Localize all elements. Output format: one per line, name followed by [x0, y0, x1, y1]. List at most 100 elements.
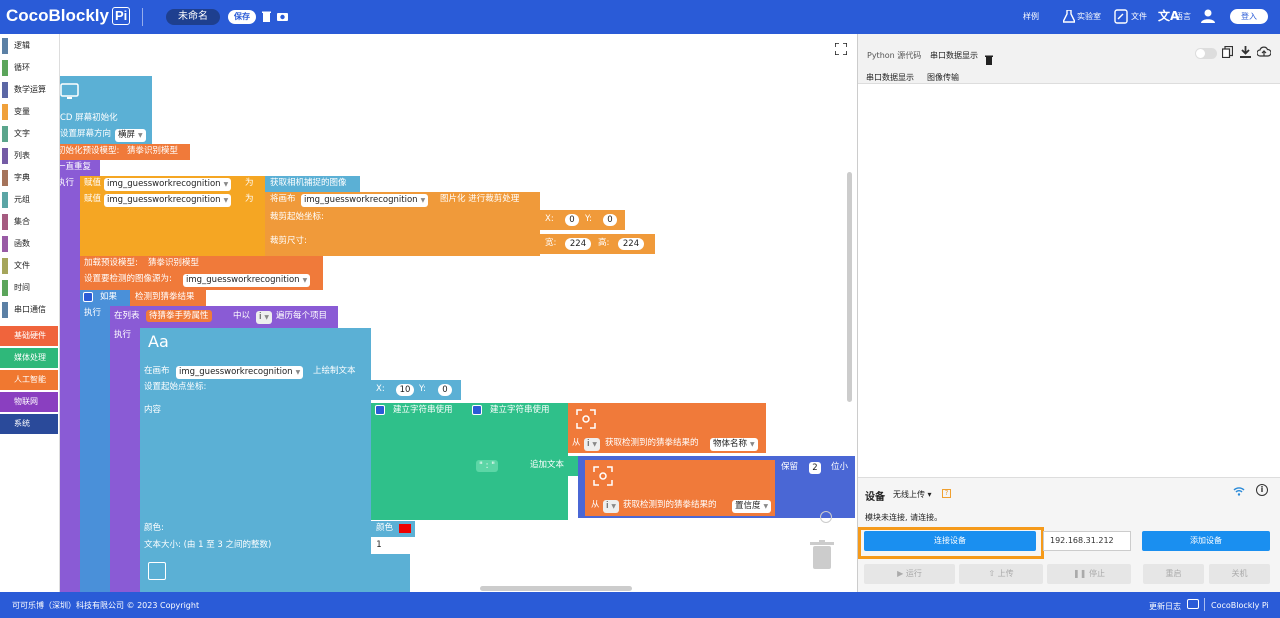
toolbox-category[interactable]: 列表	[0, 146, 58, 166]
ip-address-input[interactable]: 192.168.31.212	[1043, 531, 1131, 551]
shutdown-button[interactable]: 关机	[1209, 564, 1270, 584]
toolbox-category[interactable]: 变量	[0, 102, 58, 122]
text-y-input[interactable]: 0	[438, 384, 452, 396]
toolbox-category[interactable]: 串口通信	[0, 300, 58, 320]
info-icon[interactable]: i	[1256, 484, 1268, 496]
toolbox-category[interactable]: 时间	[0, 278, 58, 298]
toolbox-category[interactable]: 文字	[0, 124, 58, 144]
upload-mode-select[interactable]: 无线上传 ▾	[893, 490, 932, 499]
tab-python[interactable]: Python 源代码	[867, 51, 922, 60]
translate-icon[interactable]: 文A	[1158, 9, 1180, 23]
font-size-input[interactable]: 1	[373, 539, 385, 551]
stop-button[interactable]: ❚❚ 停止	[1047, 564, 1131, 584]
init-model-block[interactable]: 初始化预设模型: 猜拳识别模型	[60, 144, 190, 160]
crop-block[interactable]: 将画布 img_guessworkrecognition▼ 图片化 进行裁剪处理…	[265, 192, 540, 256]
crop-wh-block[interactable]: 宽: 224 高: 224	[540, 234, 655, 254]
save-button[interactable]: 保存	[228, 10, 256, 24]
keep-digits-input[interactable]: 2	[809, 462, 821, 474]
flask-icon[interactable]	[1061, 9, 1077, 26]
run-button[interactable]: ▶ 运行	[864, 564, 955, 584]
draw-text-block[interactable]: Aa 在画布 img_guessworkrecognition▼ 上绘制文本 设…	[140, 328, 371, 592]
get-object-name-block[interactable]: 从 i▼ 获取检测到的猜拳结果的 物体名称▼	[568, 403, 766, 453]
changelog-link[interactable]: 更新日志	[1149, 602, 1181, 611]
var-dropdown[interactable]: img_guessworkrecognition▼	[104, 194, 232, 207]
color-block[interactable]: 颜色	[371, 521, 415, 537]
fullscreen-icon[interactable]	[834, 40, 848, 56]
toolbox-category[interactable]: 逻辑	[0, 36, 58, 56]
app-logo[interactable]: CocoBlockly Pi	[6, 6, 131, 26]
download-icon[interactable]	[1240, 43, 1251, 62]
toolbox-category[interactable]: 函数	[0, 234, 58, 254]
gesture-attr-block[interactable]: 待猜拳手势属性	[146, 310, 212, 322]
tab-serial[interactable]: 串口数据显示	[930, 51, 978, 60]
toolbox-category[interactable]: 文件	[0, 256, 58, 276]
canvas-dropdown[interactable]: img_guessworkrecognition▼	[301, 194, 429, 207]
text-x-input[interactable]: 10	[396, 384, 414, 396]
for-each-block[interactable]: 在列表 待猜拳手势属性 中以 i▼ 遍历每个项目	[110, 306, 338, 328]
subtab-serial[interactable]: 串口数据显示	[866, 73, 914, 82]
chat-icon[interactable]	[1187, 599, 1199, 609]
toolbox-category[interactable]: 人工智能	[0, 370, 58, 390]
item-var-dropdown[interactable]: i▼	[603, 500, 619, 513]
connect-device-button[interactable]: 连接设备	[864, 531, 1036, 551]
toolbox-category[interactable]: 数学运算	[0, 80, 58, 100]
get-confidence-block[interactable]: 从 i▼ 获取检测到的猜拳结果的 置信度▼	[585, 460, 775, 516]
vertical-scrollbar[interactable]	[847, 172, 852, 402]
crop-xy-block[interactable]: X: 0 Y: 0	[540, 210, 625, 230]
init-model-value[interactable]: 猜拳识别模型	[124, 145, 182, 157]
add-device-button[interactable]: 添加设备	[1142, 531, 1270, 551]
toolbox-category[interactable]: 循环	[0, 58, 58, 78]
item-var-dropdown[interactable]: i▼	[584, 438, 600, 451]
trash-icon[interactable]	[262, 11, 271, 25]
gear-icon[interactable]	[83, 292, 93, 302]
files-link[interactable]: 文件	[1131, 12, 1147, 21]
assign-block-2[interactable]: 赋值 img_guessworkrecognition▼ 为	[80, 192, 265, 256]
toolbox-category[interactable]: 基础硬件	[0, 326, 58, 346]
crop-w-input[interactable]: 224	[565, 238, 591, 250]
cloud-upload-icon[interactable]	[1256, 43, 1272, 62]
user-icon[interactable]	[1201, 9, 1215, 26]
restart-button[interactable]: 重启	[1143, 564, 1204, 584]
file-icon[interactable]	[1114, 9, 1128, 27]
toolbox-category[interactable]: 物联网	[0, 392, 58, 412]
text-xy-block[interactable]: X: 10 Y: 0	[371, 380, 461, 400]
canvas-dropdown[interactable]: img_guessworkrecognition▼	[176, 366, 304, 379]
result-attr-dropdown[interactable]: 置信度▼	[732, 500, 772, 513]
upload-button[interactable]: ⇧ 上传	[959, 564, 1043, 584]
toolbox-category[interactable]: 元组	[0, 190, 58, 210]
toolbox-category[interactable]: 系统	[0, 414, 58, 434]
item-var-dropdown[interactable]: i▼	[256, 311, 272, 324]
project-name[interactable]: 未命名	[166, 9, 220, 25]
help-icon[interactable]: ?	[942, 489, 951, 498]
load-model-block[interactable]: 加载预设模型: 猜拳识别模型 设置要检测的图像源为: img_guesswork…	[80, 256, 323, 290]
crop-y-input[interactable]: 0	[603, 214, 617, 226]
source-dropdown[interactable]: img_guessworkrecognition▼	[183, 274, 311, 287]
forever-block[interactable]: 一直重复	[60, 160, 100, 176]
examples-link[interactable]: 样例	[1023, 12, 1039, 21]
append-text-block[interactable]: " : " 追加文本	[468, 456, 578, 476]
blockly-workspace[interactable]: CD 屏幕初始化 设置屏幕方向 横屏▼ 初始化预设模型: 猜拳识别模型 一直重复…	[60, 34, 855, 592]
horizontal-scrollbar[interactable]	[480, 586, 632, 591]
subtab-image[interactable]: 图像传输	[927, 73, 959, 82]
next-draw-block[interactable]	[140, 554, 410, 592]
assign-block-1[interactable]: 赋值 img_guessworkrecognition▼ 为	[80, 176, 265, 192]
var-dropdown[interactable]: img_guessworkrecognition▼	[104, 178, 232, 191]
toggle-switch[interactable]	[1195, 48, 1217, 59]
build-string-block-1[interactable]: 建立字符串使用	[371, 403, 468, 520]
detected-block[interactable]: 检测到猜拳结果	[130, 290, 206, 306]
login-button[interactable]: 登入	[1230, 9, 1268, 24]
colon-string[interactable]: " : "	[476, 460, 499, 472]
color-swatch[interactable]	[399, 524, 411, 533]
get-camera-block[interactable]: 获取相机捕捉的图像	[265, 176, 360, 192]
camera-icon[interactable]	[277, 11, 288, 24]
toolbox-category[interactable]: 字典	[0, 168, 58, 188]
zoom-reset-icon[interactable]	[820, 511, 832, 523]
crop-h-input[interactable]: 224	[618, 238, 644, 250]
toolbox-category[interactable]: 集合	[0, 212, 58, 232]
workspace-trash-icon[interactable]	[810, 540, 834, 574]
gear-icon[interactable]	[375, 405, 385, 415]
clear-trash-icon[interactable]	[985, 50, 993, 69]
gear-icon[interactable]	[472, 405, 482, 415]
crop-x-input[interactable]: 0	[565, 214, 579, 226]
copy-icon[interactable]	[1221, 43, 1234, 62]
